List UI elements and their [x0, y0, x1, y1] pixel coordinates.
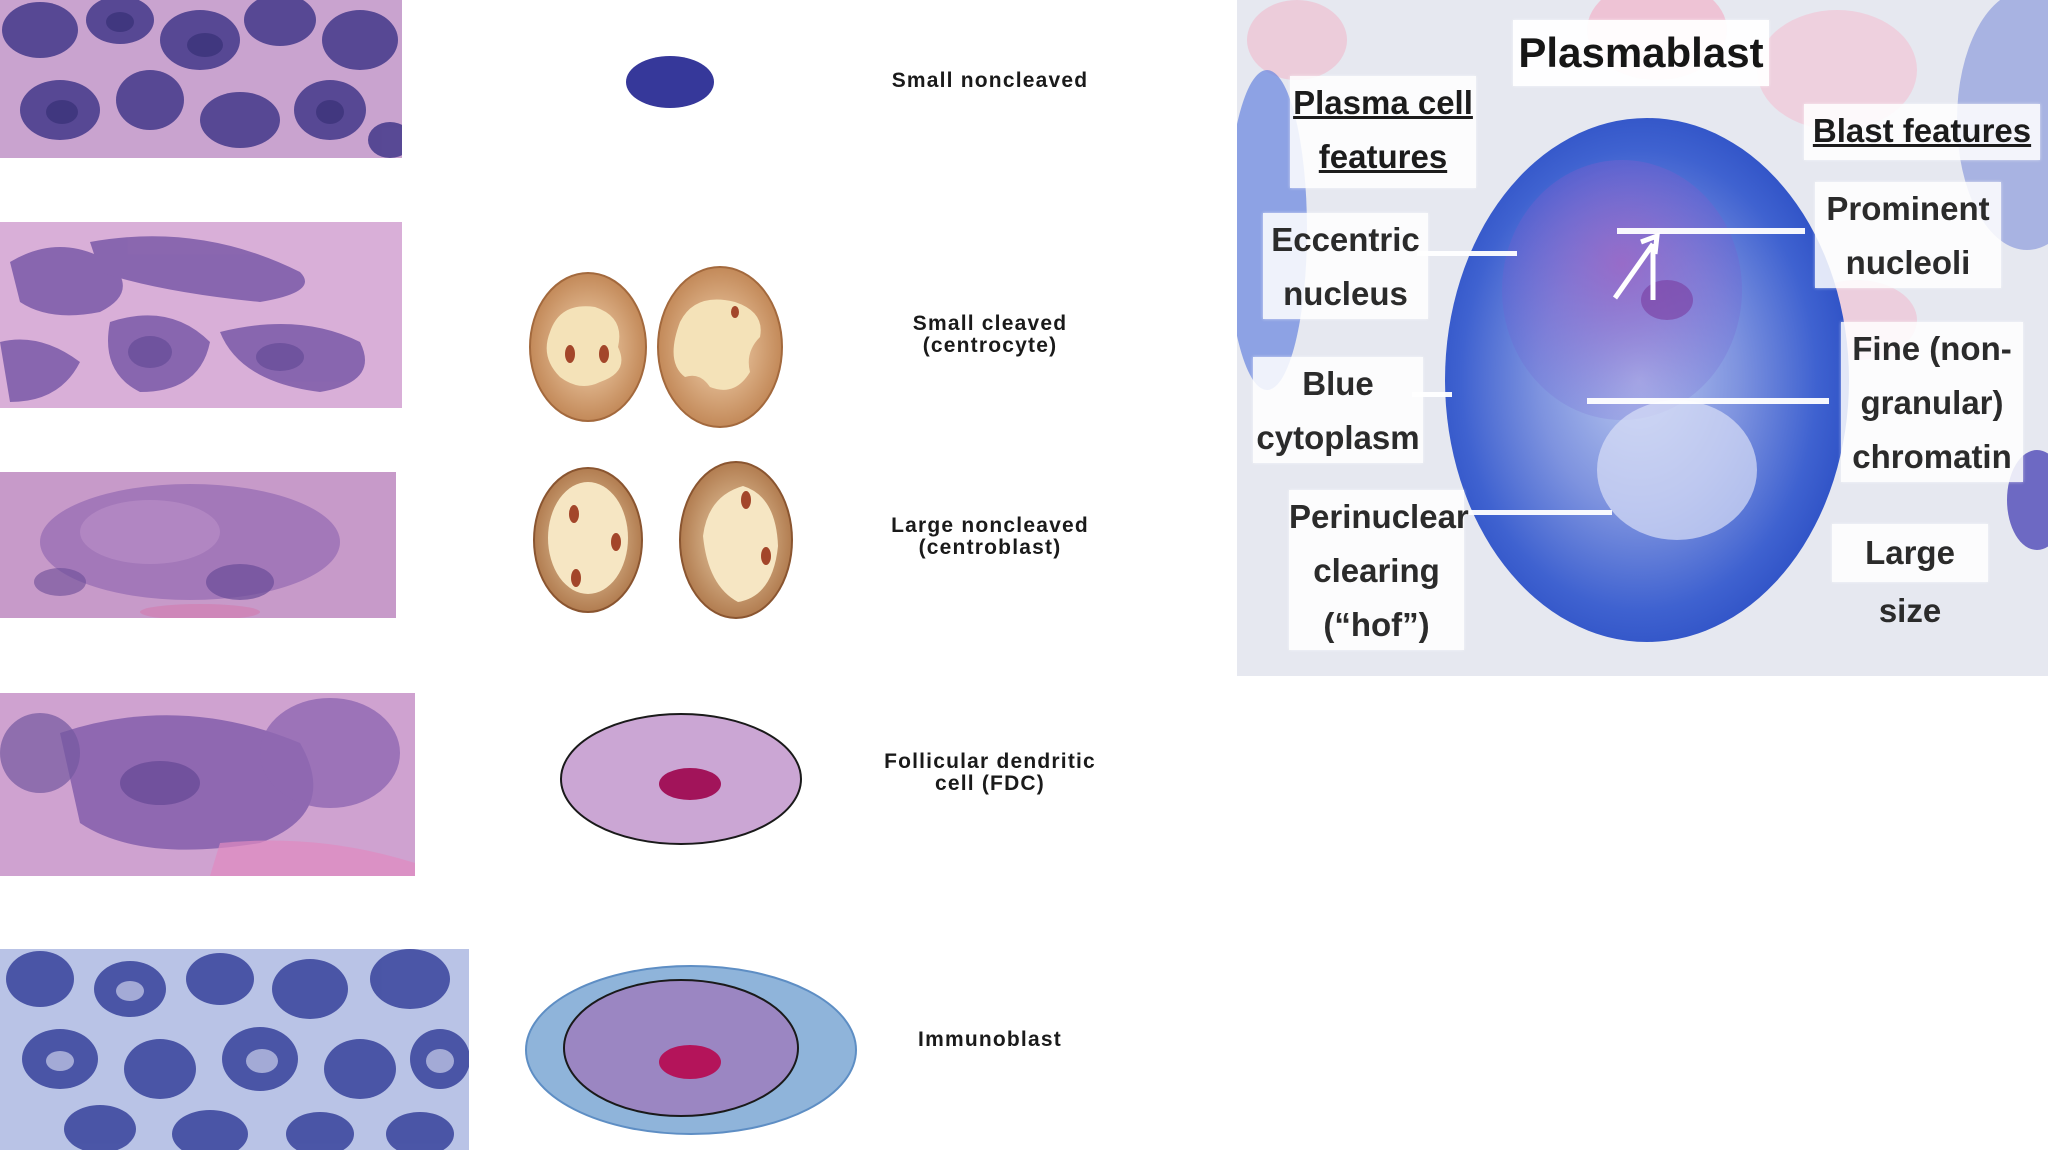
label-small-cleaved: Small cleaved (centrocyte) [912, 312, 1068, 357]
label-blue-cytoplasm: Blue cytoplasm [1253, 357, 1423, 463]
arrow-icon [1612, 232, 1660, 300]
leader-eccentric [1417, 251, 1517, 256]
leader-perinuclear [1462, 510, 1612, 515]
micrograph-fdc [0, 693, 415, 876]
label-perinuclear-clearing: Perinuclear clearing (“hof”) [1289, 490, 1469, 650]
centroblast-cells-icon [533, 461, 793, 619]
label-small-noncleaved: Small noncleaved [891, 69, 1089, 92]
micrograph-small-cleaved [0, 222, 402, 408]
leader-chromatin [1587, 398, 1829, 404]
label-immunoblast: Immunoblast [918, 1028, 1062, 1051]
plasmablast-title: Plasmablast [1513, 20, 1769, 86]
centrocyte-cells-icon [529, 266, 783, 428]
plasmablast-panel: Plasmablast Plasma cell features Blast f… [1237, 0, 2048, 676]
leader-blue [1412, 392, 1452, 397]
micrograph-large-noncleaved [0, 472, 396, 618]
label-prominent-nucleoli: Prominent nucleoli [1815, 182, 2001, 288]
label-large-size: Large size [1832, 524, 1988, 629]
fdc-cell-icon [560, 713, 802, 845]
micrograph-small-noncleaved [0, 0, 402, 158]
label-large-noncleaved: Large noncleaved (centroblast) [891, 514, 1089, 559]
blast-features-heading: Blast features [1804, 104, 2040, 160]
plasma-cell-features-heading: Plasma cell features [1290, 76, 1476, 188]
small-noncleaved-cell-icon [626, 56, 714, 108]
immunoblast-cell-icon [525, 965, 857, 1135]
label-fine-chromatin: Fine (non- granular) chromatin [1841, 322, 2023, 482]
micrograph-immunoblast [0, 949, 469, 1150]
label-fdc: Follicular dendritic cell (FDC) [884, 750, 1096, 795]
leader-nucleoli [1617, 228, 1805, 234]
label-eccentric-nucleus: Eccentric nucleus [1263, 213, 1428, 319]
